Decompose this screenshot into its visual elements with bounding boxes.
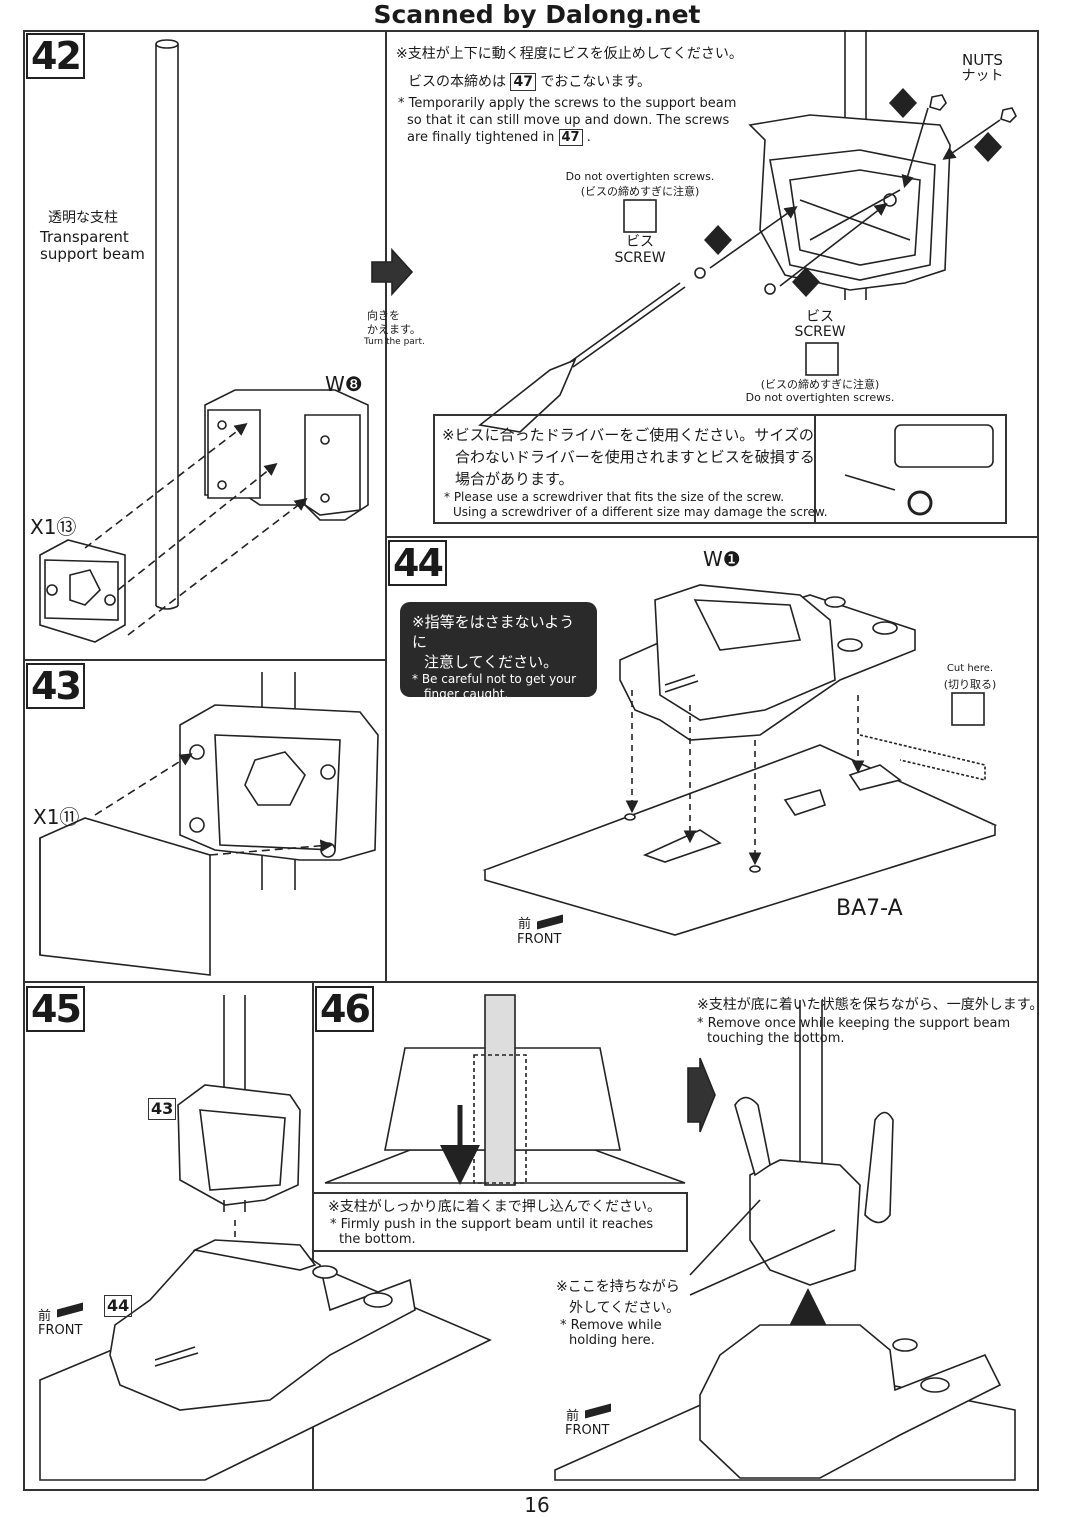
push-note-jp: ※支柱がしっかり底に着くまで押し込んでください。 xyxy=(328,1199,662,1215)
tighten-note-en-2: so that it can still move up and down. T… xyxy=(407,113,730,128)
divider-h-42-43 xyxy=(23,659,387,661)
push-note-box xyxy=(314,1192,688,1252)
part-label-w8: W❽ xyxy=(325,372,363,396)
tighten-note-en-3b: . xyxy=(586,130,591,145)
divider-v-top xyxy=(385,30,387,982)
tighten-note-jp-2a: ビスの本締めは xyxy=(408,74,506,90)
screwdriver-note-box xyxy=(433,414,1007,524)
front-label-jp-44: 前 xyxy=(518,917,532,932)
remove-note-jp: ※支柱が底に着いた状態を保ちながら、一度外します。 xyxy=(697,997,1044,1013)
page-number: 16 xyxy=(524,1493,550,1517)
part-w1 xyxy=(619,584,916,741)
turn-label-jp-1: 向きを xyxy=(367,309,400,322)
step-ref-44: 44 xyxy=(104,1295,133,1317)
beam-label-en-2: support beam xyxy=(40,245,145,263)
front-label-jp-45: 前 xyxy=(38,1309,52,1324)
page-frame xyxy=(23,30,1039,1491)
step-number-44: 44 xyxy=(388,540,447,586)
tighten-note-en-3: are finally tightened in 47 . xyxy=(407,129,591,146)
finger-warning-en-2: finger caught. xyxy=(424,687,509,701)
screwdriver-illustration xyxy=(478,282,686,433)
driver-note-jp-3: 場合があります。 xyxy=(455,470,574,488)
part-assembly-43 xyxy=(179,672,379,890)
push-note-en-1: * Firmly push in the support beam until … xyxy=(330,1217,654,1232)
part-label-x1-13: X1⑬ xyxy=(30,515,77,539)
part-assembly-42 xyxy=(748,30,951,300)
step-number-45: 45 xyxy=(26,986,85,1032)
driver-note-en-1: * Please use a screwdriver that fits the… xyxy=(444,490,785,504)
step-number-42: 42 xyxy=(26,33,85,79)
support-beam-42 xyxy=(155,39,179,610)
screw-label-jp-2: ビス xyxy=(806,309,834,325)
overtighten-label-jp-2: (ビスの締めすぎに注意) xyxy=(760,378,880,391)
nuts-label-en: NUTS xyxy=(962,51,1003,69)
driver-note-jp-1: ※ビスに合ったドライバーをご使用ください。サイズの xyxy=(442,426,814,444)
screw-label-en-1: SCREW xyxy=(614,250,666,266)
part-assembly-45 xyxy=(177,995,301,1212)
finger-warning-en-1: * Be careful not to get your xyxy=(412,672,577,686)
hold-note-en-2: holding here. xyxy=(569,1333,655,1348)
screw-label-jp-1: ビス xyxy=(626,234,654,250)
front-label-jp-46: 前 xyxy=(566,1409,580,1424)
divider-v-45-46 xyxy=(312,981,314,1491)
driver-note-en-2: Using a screwdriver of a different size … xyxy=(453,505,828,519)
screwdriver-note-divider xyxy=(814,414,816,524)
tighten-note-jp-1: ※支柱が上下に動く程度にビスを仮止めしてください。 xyxy=(396,46,743,62)
tighten-note-jp-2b: でおこないます。 xyxy=(540,74,651,90)
turn-label-jp-2: かえます。 xyxy=(367,323,421,336)
base-label-ba7a: BA7-A xyxy=(836,896,903,921)
overtighten-label-en-1: Do not overtighten screws. xyxy=(565,170,715,183)
tighten-note-en-3a: are finally tightened in xyxy=(407,130,555,145)
remove-note-en-2: touching the bottom. xyxy=(707,1031,845,1046)
front-label-en-46: FRONT xyxy=(565,1423,610,1438)
divider-h-mid xyxy=(23,981,1039,983)
overtighten-label-jp-1: (ビスの締めすぎに注意) xyxy=(580,185,700,198)
push-note-en-2: the bottom. xyxy=(339,1232,416,1247)
overtighten-label-en-2: Do not overtighten screws. xyxy=(745,391,895,404)
part-x1-13 xyxy=(39,539,126,643)
step-ref-43: 43 xyxy=(148,1098,177,1120)
cut-label-jp: (切り取る) xyxy=(943,678,997,691)
beam-label-en-1: Transparent xyxy=(40,228,129,246)
remove-note-en-1: * Remove once while keeping the support … xyxy=(697,1016,1011,1031)
screw-label-en-2: SCREW xyxy=(794,324,846,340)
part-label-x1-11: X1⑪ xyxy=(33,805,80,829)
tighten-note-en-1: * Temporarily apply the screws to the su… xyxy=(398,96,737,111)
step-number-43: 43 xyxy=(26,663,85,709)
finger-warning-jp-2: 注意してください。 xyxy=(424,653,559,671)
part-label-w1: W❶ xyxy=(703,547,741,571)
part-x1-11 xyxy=(39,817,211,976)
base-section-46 xyxy=(324,994,686,1186)
base-45 xyxy=(39,1239,492,1481)
step-number-46: 46 xyxy=(315,986,374,1032)
part-assembly-46 xyxy=(734,1000,894,1286)
hold-note-jp-1: ※ここを持ちながら xyxy=(556,1279,680,1295)
driver-note-jp-2: 合わないドライバーを使用されますとビスを破損する xyxy=(455,448,815,466)
front-label-en-44: FRONT xyxy=(517,932,562,947)
step-ref-47: 47 xyxy=(510,73,536,91)
tighten-note-jp-2: ビスの本締めは 47 でおこないます。 xyxy=(408,72,651,92)
turn-label-en: Turn the part. xyxy=(364,337,425,347)
base-46 xyxy=(554,1324,1016,1481)
hold-note-en-1: * Remove while xyxy=(560,1318,662,1333)
step-ref-47-en: 47 xyxy=(558,129,583,146)
part-w8 xyxy=(204,389,369,521)
hold-note-jp-2: 外してください。 xyxy=(569,1300,681,1316)
scan-credit-header: Scanned by Dalong.net xyxy=(373,0,701,29)
finger-warning-jp-1: ※指等をはさまないように xyxy=(412,613,575,651)
nuts-label-jp: ナット xyxy=(961,68,1004,84)
cut-label-en: Cut here. xyxy=(946,663,994,674)
finger-warning-box: ※指等をはさまないように 注意してください。 * Be careful not … xyxy=(400,602,597,701)
divider-h-top-44 xyxy=(385,536,1039,538)
front-label-en-45: FRONT xyxy=(38,1323,83,1338)
base-ba7a xyxy=(482,744,998,936)
beam-label-jp: 透明な支柱 xyxy=(48,210,118,226)
